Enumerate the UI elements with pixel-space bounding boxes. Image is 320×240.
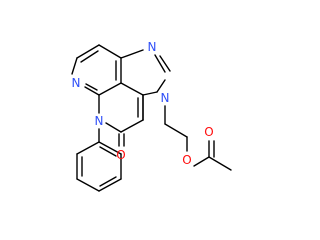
bond bbox=[98, 82, 122, 96]
bond bbox=[76, 141, 100, 155]
atom-o-ester: O bbox=[182, 153, 191, 167]
atom-n-amide: N bbox=[95, 114, 104, 128]
bond bbox=[80, 50, 99, 63]
bond bbox=[208, 156, 232, 171]
bond bbox=[193, 156, 210, 167]
bond bbox=[120, 119, 144, 133]
bond bbox=[142, 91, 158, 96]
bond bbox=[71, 57, 78, 75]
bond bbox=[156, 79, 166, 93]
bond bbox=[98, 178, 122, 192]
bond bbox=[76, 178, 100, 192]
structure-diagram: N N N N O O O bbox=[0, 0, 256, 194]
bond bbox=[85, 83, 98, 91]
bond bbox=[76, 44, 100, 59]
phenyl-ring bbox=[76, 128, 122, 192]
atom-n-imidazole-right: N bbox=[161, 91, 170, 105]
bond bbox=[98, 44, 122, 59]
bond bbox=[84, 86, 100, 96]
molecule-canvas: N N N N O O O bbox=[0, 0, 256, 194]
atom-o-acetyl: O bbox=[204, 125, 213, 139]
bond bbox=[120, 82, 144, 96]
ethyl-acetate-chain bbox=[164, 105, 232, 171]
imidazole-ring bbox=[120, 49, 171, 121]
background bbox=[0, 0, 256, 194]
bond bbox=[120, 49, 144, 59]
bond bbox=[105, 122, 122, 133]
bond bbox=[159, 55, 171, 72]
bond bbox=[164, 123, 188, 138]
atom-o-carbonyl: O bbox=[116, 148, 125, 162]
atom-n-imidazole-top: N bbox=[148, 40, 157, 54]
carbonyl-group bbox=[118, 133, 125, 147]
bond bbox=[98, 141, 122, 155]
atom-n-pyridine: N bbox=[72, 76, 81, 90]
pyridine-ring bbox=[71, 44, 122, 96]
bond bbox=[99, 176, 117, 187]
bond bbox=[99, 146, 117, 157]
bond bbox=[154, 54, 166, 73]
